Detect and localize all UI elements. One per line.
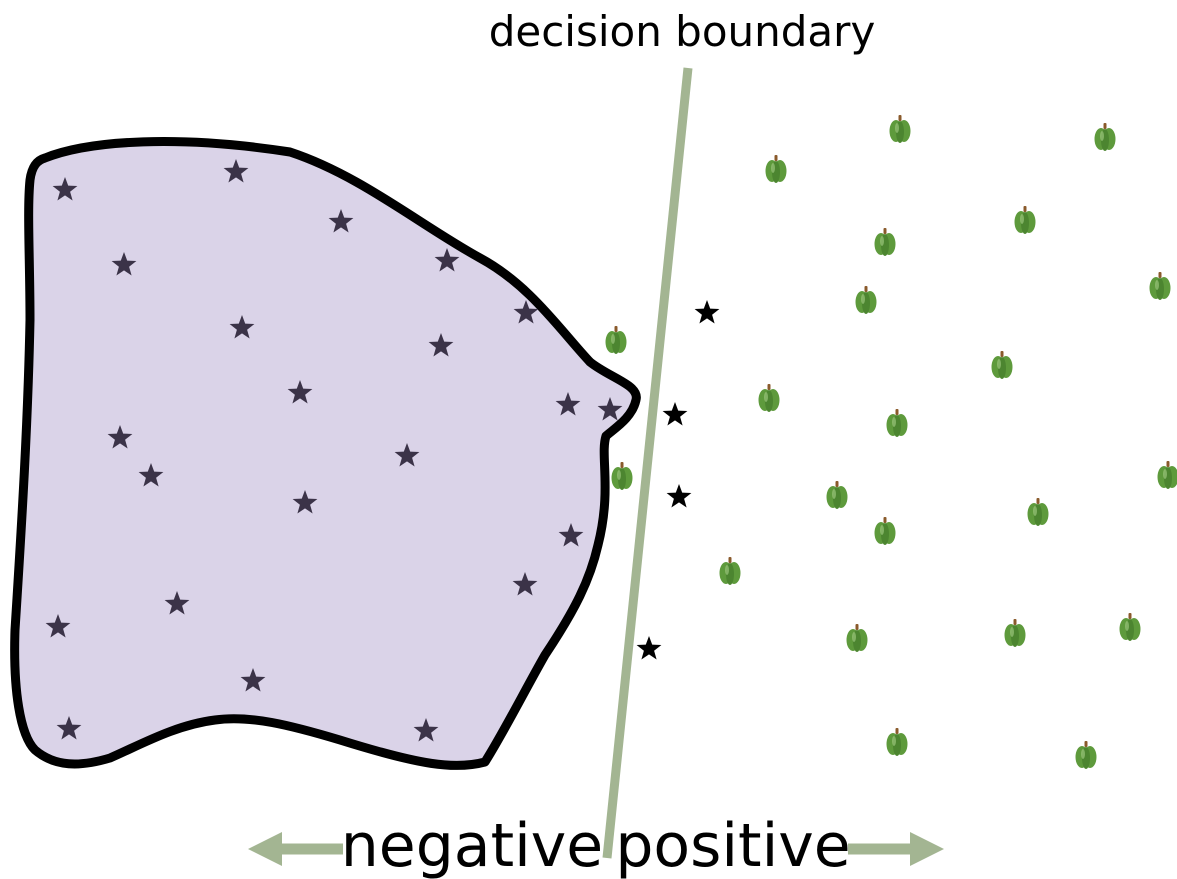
star-icon (434, 248, 460, 272)
star-icon (287, 380, 313, 404)
negative-label: negative (341, 811, 603, 879)
green-pepper-icon (758, 384, 780, 412)
star-icon (45, 614, 71, 638)
green-pepper-icon (1027, 498, 1049, 526)
positive-label: positive (615, 811, 850, 879)
star-icon (229, 315, 255, 339)
negative-region (10, 137, 641, 770)
green-pepper-icon (1149, 272, 1171, 300)
star-icon (164, 591, 190, 615)
star-icon (512, 572, 538, 596)
green-pepper-icon (874, 517, 896, 545)
star-icon (328, 209, 354, 233)
star-icon (394, 443, 420, 467)
green-pepper-icon (719, 557, 741, 585)
green-pepper-icon (889, 115, 911, 143)
green-pepper-icon (855, 286, 877, 314)
green-pepper-icon (991, 351, 1013, 379)
star-icon (558, 523, 584, 547)
decision-boundary-label: decision boundary (489, 7, 876, 56)
green-pepper-icon (1004, 619, 1026, 647)
green-pepper-icon (1014, 206, 1036, 234)
green-pepper-icon (611, 462, 633, 490)
star-icon (428, 333, 454, 357)
star-icon (555, 392, 581, 416)
star-icon (666, 484, 692, 508)
green-pepper-icon (605, 326, 627, 354)
green-pepper-icon (826, 481, 848, 509)
green-pepper-icon (874, 228, 896, 256)
star-icon (292, 490, 318, 514)
green-pepper-icon (886, 728, 908, 756)
negative-arrow (248, 832, 343, 866)
green-pepper-icon (846, 624, 868, 652)
star-icon (56, 716, 82, 740)
green-pepper-icon (1094, 123, 1116, 151)
star-icon (513, 300, 539, 324)
green-pepper-icon (1075, 741, 1097, 769)
green-pepper-icon (1157, 461, 1177, 489)
green-pepper-icon (765, 155, 787, 183)
star-icon (662, 402, 688, 426)
decision-boundary-line (602, 67, 693, 859)
star-icon (138, 463, 164, 487)
star-icon (636, 636, 662, 660)
green-pepper-icon (886, 409, 908, 437)
star-icon (413, 718, 439, 742)
star-icon (597, 397, 623, 421)
green-pepper-icon (1119, 613, 1141, 641)
star-icon (107, 425, 133, 449)
positive-arrow (848, 832, 944, 866)
star-icon (52, 177, 78, 201)
star-icon (111, 252, 137, 276)
star-icon (223, 159, 249, 183)
star-icon (694, 300, 720, 324)
star-icon (240, 668, 266, 692)
